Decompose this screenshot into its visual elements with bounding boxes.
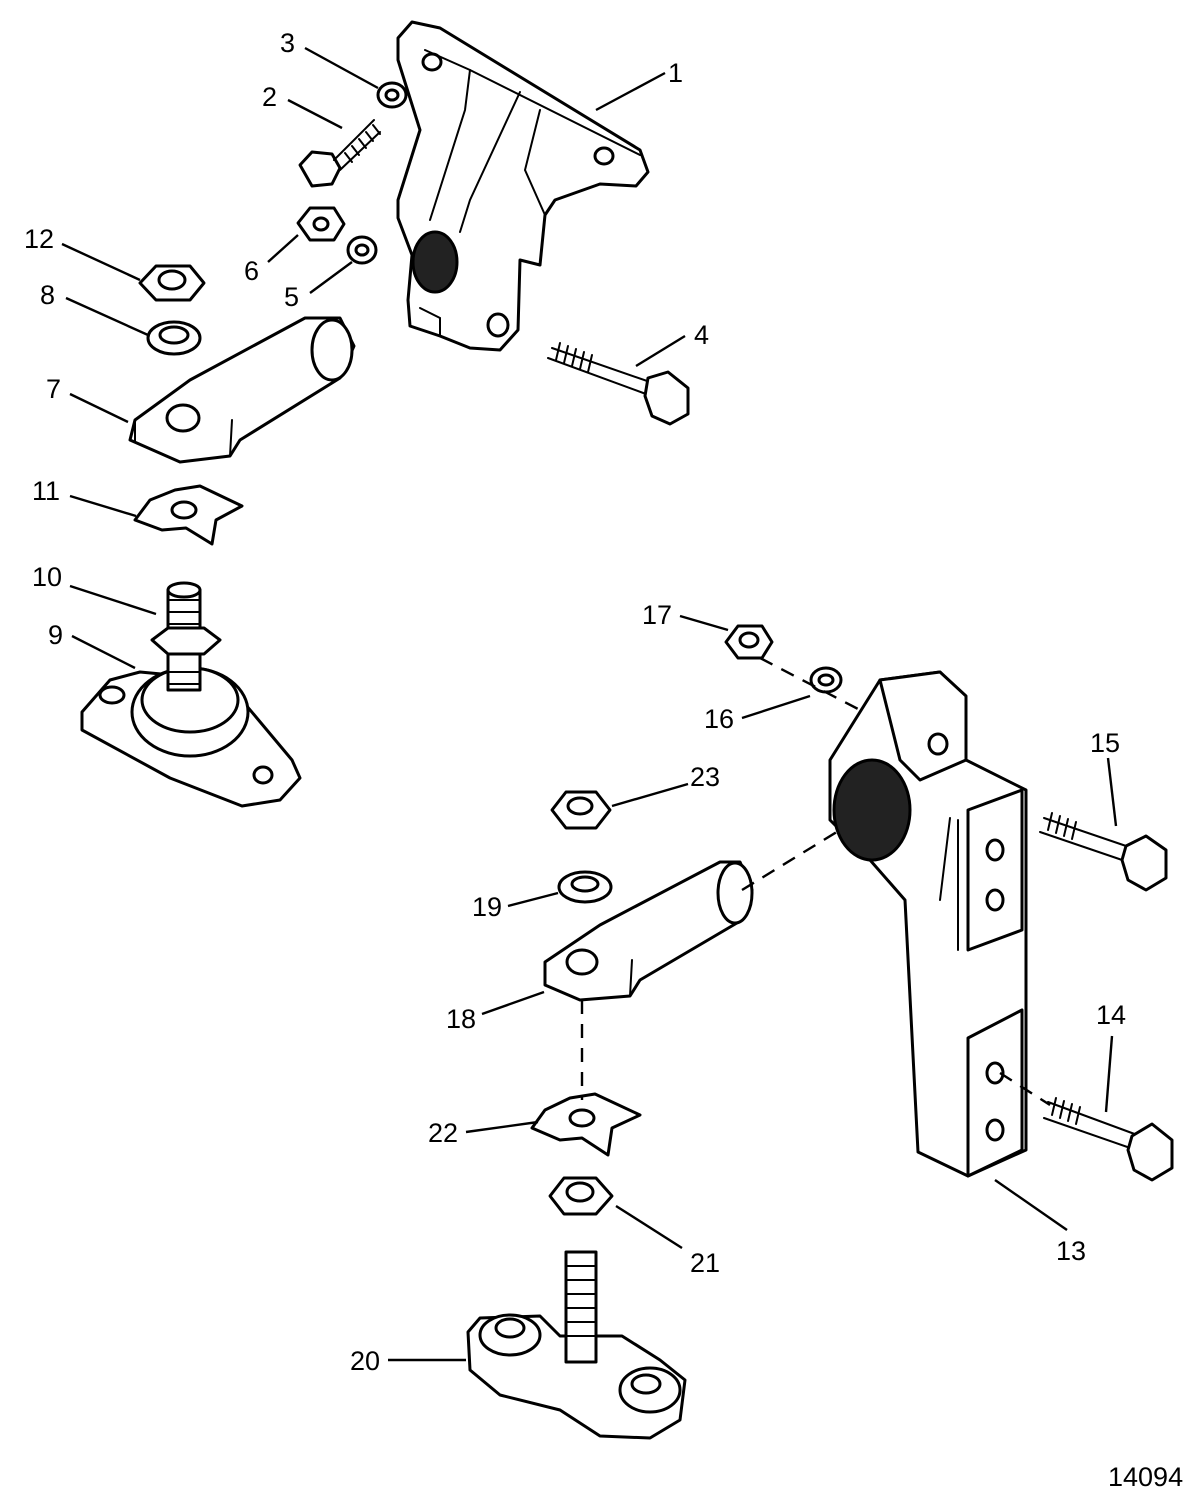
part-17-nut [724,624,774,660]
figure-number: 14094 [1108,1462,1183,1492]
callout-8: 8 [40,280,55,310]
part-13-lever-arm [828,670,1028,1178]
callout-1: 1 [668,58,683,88]
callout-22: 22 [428,1118,458,1148]
part-23-nut [550,790,612,830]
callout-16: 16 [704,704,734,734]
callout-13: 13 [1056,1236,1086,1266]
callout-23: 23 [690,762,720,792]
part-1-mounting-bracket [396,20,650,352]
callout-10: 10 [32,562,62,592]
callout-3: 3 [280,28,295,58]
callout-6: 6 [244,256,259,286]
callout-7: 7 [46,374,61,404]
callout-4: 4 [694,320,709,350]
callout-9: 9 [48,620,63,650]
callout-2: 2 [262,82,277,112]
part-2-cap-screw [298,119,381,188]
callout-labels: 1 2 3 4 5 6 7 8 9 10 11 12 13 14 15 16 1… [24,28,1126,1376]
part-15-bolt [1039,812,1168,892]
part-16-lockwasher [809,666,843,694]
part-20-mount-base [466,1250,687,1440]
part-7-cable-end [128,316,356,464]
callout-5: 5 [284,282,299,312]
part-12-nut [138,264,206,302]
callout-15: 15 [1090,728,1120,758]
part-22-tab-washer [530,1092,642,1157]
callout-18: 18 [446,1004,476,1034]
part-5-lockwasher [346,235,378,265]
callout-14: 14 [1096,1000,1126,1030]
part-18-cable-end [543,860,754,1002]
part-11-tab-washer [133,484,244,546]
callout-20: 20 [350,1346,380,1376]
part-8-lockwasher [146,320,202,356]
part-4-bolt [547,342,690,426]
callout-11: 11 [32,476,60,506]
part-19-lockwasher [557,870,613,904]
part-6-nut [296,206,346,242]
callout-19: 19 [472,892,502,922]
part-3-lockwasher [376,81,408,109]
part-14-bolt [1043,1097,1174,1182]
part-21-nut [548,1176,614,1216]
part-9-isolator-mount [80,666,302,808]
assembly-centerlines [580,656,1051,1107]
callout-12: 12 [24,224,54,254]
callout-21: 21 [690,1248,720,1278]
callout-17: 17 [642,600,672,630]
leader-lines [61,46,1118,1362]
part-10-stud-nut [150,581,222,692]
